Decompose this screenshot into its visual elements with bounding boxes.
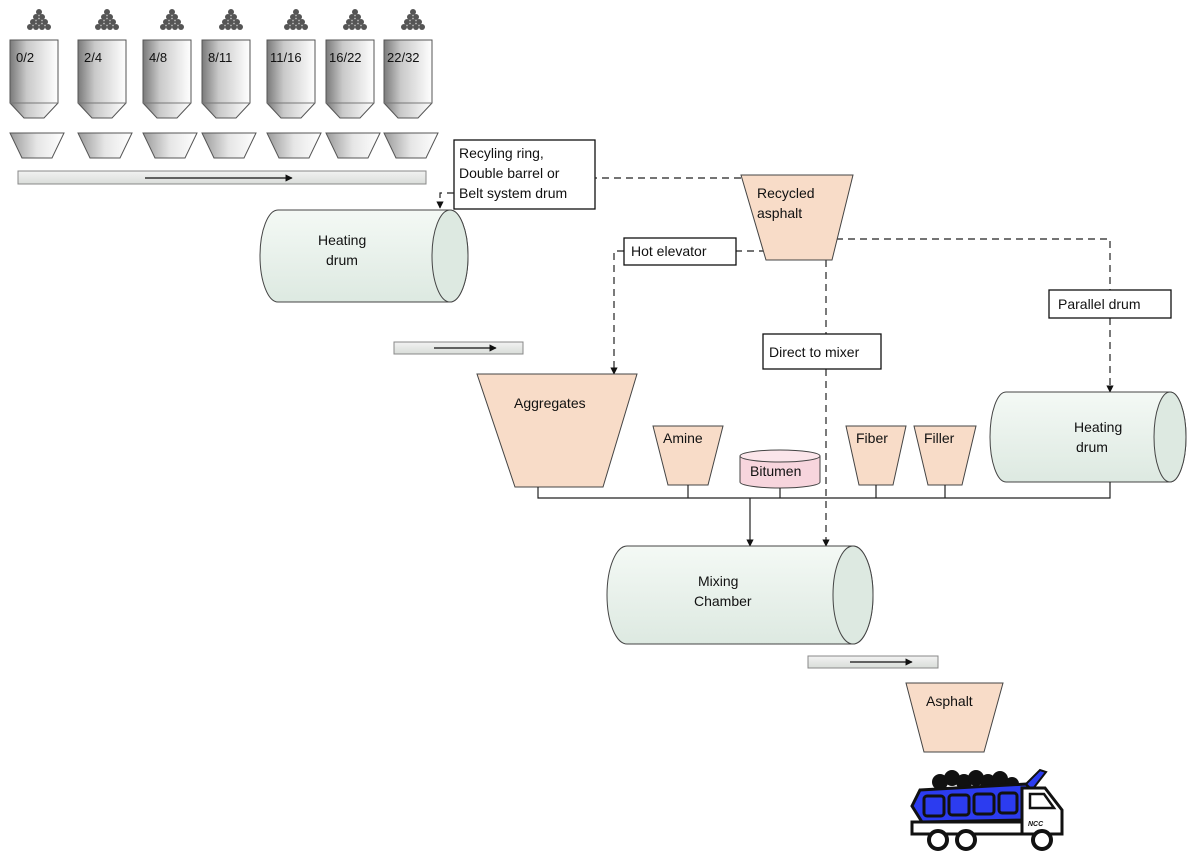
conveyor-top: [17, 170, 427, 185]
asphalt-text: Asphalt: [926, 693, 973, 709]
mixing-chamber-line-2: Chamber: [694, 593, 752, 609]
gravel-pile-icon: [160, 9, 184, 30]
asphalt-hopper: Asphalt: [905, 682, 1004, 753]
bin-label: 0/2: [16, 50, 34, 65]
recycling-ring-line-2: Double barrel or: [459, 165, 560, 181]
heating-drum-2: Heating drum: [989, 391, 1187, 483]
bitumen-text: Bitumen: [750, 463, 801, 479]
direct-to-mixer-label: Direct to mixer: [762, 333, 882, 370]
mixing-chamber: Mixing Chamber: [606, 545, 874, 645]
bin-22-32: 22/32: [383, 9, 439, 159]
fiber-hopper: Fiber: [845, 425, 907, 486]
bin-16-22: 16/22: [325, 9, 381, 159]
hot-elevator-label: Hot elevator: [623, 237, 737, 266]
parallel-drum-text: Parallel drum: [1058, 296, 1140, 312]
heating-drum-2-line-2: drum: [1076, 439, 1108, 455]
recycling-ring-line-3: Belt system drum: [459, 185, 567, 201]
bin-label: 11/16: [270, 50, 302, 65]
recycled-asphalt-hopper: Recycled asphalt: [740, 174, 854, 261]
bitumen-tank: Bitumen: [739, 449, 821, 489]
gravel-pile-icon: [343, 9, 367, 30]
filler-text: Filler: [924, 430, 955, 446]
fiber-text: Fiber: [856, 430, 888, 446]
amine-hopper: Amine: [652, 425, 724, 486]
dashed-connectors: [436, 177, 1114, 547]
recycling-ring-label: Recyling ring, Double barrel or Belt sys…: [453, 139, 596, 210]
aggregate-bins: 0/2 2/4 4/8: [9, 9, 439, 159]
collector-line: [537, 482, 1111, 547]
gravel-pile-icon: [284, 9, 308, 30]
bin-label: 16/22: [329, 50, 362, 65]
parallel-drum-label: Parallel drum: [1048, 289, 1172, 319]
aggregates-hopper: Aggregates: [476, 373, 638, 488]
gravel-pile-icon: [219, 9, 243, 30]
truck-logo-text: NCC: [1028, 821, 1044, 828]
recycled-asphalt-line-1: Recycled: [757, 185, 815, 201]
hot-elevator-text: Hot elevator: [631, 243, 707, 259]
bin-8-11: 8/11: [201, 9, 257, 159]
connector-hot-elevator-to-aggregates-2: [610, 250, 624, 375]
conveyor-middle: [393, 341, 524, 355]
connector-recycled-to-parallel-drum: [836, 238, 1111, 290]
heating-drum-2-line-1: Heating: [1074, 419, 1122, 435]
mixing-chamber-line-1: Mixing: [698, 573, 738, 589]
bin-label: 2/4: [84, 50, 102, 65]
bin-0-2: 0/2: [9, 9, 65, 159]
connector-ring-to-heating-drum: [436, 192, 454, 209]
amine-text: Amine: [663, 430, 703, 446]
recycled-asphalt-line-2: asphalt: [757, 205, 802, 221]
bin-label: 22/32: [387, 50, 420, 65]
bin-4-8: 4/8: [142, 9, 198, 159]
direct-to-mixer-text: Direct to mixer: [769, 344, 860, 360]
gravel-pile-icon: [95, 9, 119, 30]
gravel-pile-icon: [401, 9, 425, 30]
heating-drum-1-line-1: Heating: [318, 232, 366, 248]
bin-2-4: 2/4: [77, 9, 133, 159]
bin-11-16: 11/16: [266, 9, 322, 159]
recycling-ring-line-1: Recyling ring,: [459, 145, 544, 161]
bin-label: 4/8: [149, 50, 167, 65]
conveyor-bottom: [807, 655, 939, 669]
bin-label: 8/11: [208, 50, 232, 65]
aggregates-text: Aggregates: [514, 395, 586, 411]
gravel-pile-icon: [27, 9, 51, 30]
filler-hopper: Filler: [913, 425, 977, 486]
dump-truck-icon: NCC: [910, 768, 1064, 851]
heating-drum-1: Heating drum: [259, 209, 469, 303]
heating-drum-1-line-2: drum: [326, 252, 358, 268]
